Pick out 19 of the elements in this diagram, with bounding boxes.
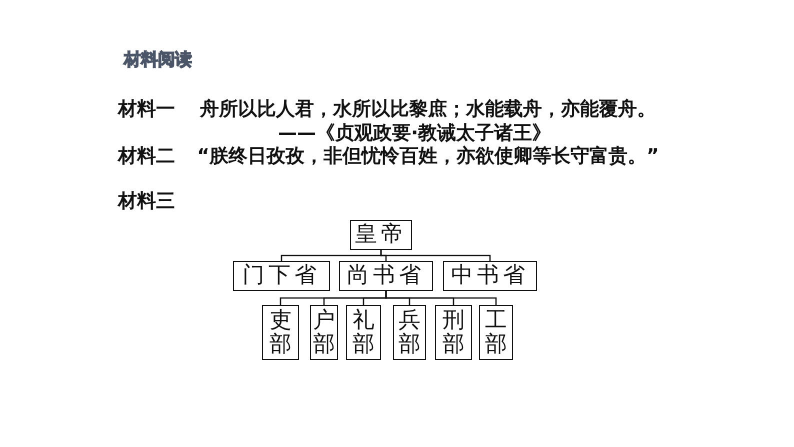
quote-text: 舟所以比人君，水所以比黎庶；水能载舟，亦能覆舟。 bbox=[200, 98, 656, 120]
material-label: 材料三 bbox=[118, 190, 175, 212]
connector-line bbox=[380, 250, 491, 261]
material-label: 材料一 bbox=[118, 98, 175, 120]
ministry-box: 工部 bbox=[479, 305, 513, 360]
ministry-box: 刑部 bbox=[435, 305, 472, 360]
material-label: 材料二 bbox=[118, 145, 175, 167]
heading: 材料阅读 bbox=[124, 49, 192, 71]
emperor-box: 皇帝 bbox=[350, 220, 412, 250]
ministry-box: 兵部 bbox=[393, 305, 426, 360]
ministry-box: 礼部 bbox=[346, 305, 381, 360]
connector-line bbox=[385, 291, 497, 305]
source-text: ——《贞观政要·教诫太子诸王》 bbox=[278, 122, 552, 144]
ministry-box: 吏部 bbox=[262, 305, 299, 360]
department-box: 中书省 bbox=[443, 261, 537, 291]
department-box: 尚书省 bbox=[339, 261, 433, 291]
department-box: 门下省 bbox=[233, 261, 330, 291]
ministry-box: 户部 bbox=[310, 305, 338, 360]
quote-text: “朕终日孜孜，非但忧怜百姓，亦欲使卿等长守富贵。” bbox=[197, 145, 659, 167]
